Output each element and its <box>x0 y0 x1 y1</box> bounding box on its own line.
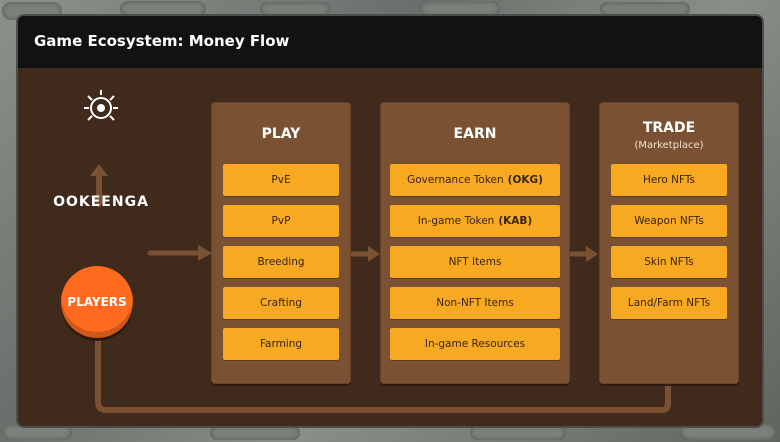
players-node: PLAYERS <box>61 266 133 338</box>
play-column-title: PLAY <box>261 126 301 142</box>
frame-stone <box>680 424 776 440</box>
earn-item-governance-token: Governance Token (OKG) <box>390 164 560 196</box>
play-item-pve: PvE <box>223 164 339 196</box>
logo-emblem-icon <box>84 90 118 121</box>
diagram-body: OOKEENGA PLAYERS PLAY PvE PvP Breeding C… <box>18 68 762 426</box>
play-item-breeding: Breeding <box>223 246 339 278</box>
earn-item-text: In-game Token <box>417 215 495 227</box>
earn-item-text: NFT Items <box>448 256 502 268</box>
frame-stone <box>120 1 206 17</box>
arrow-players-to-play <box>147 245 212 261</box>
earn-item-token: (OKG) <box>507 174 543 186</box>
frame-stone <box>420 1 500 16</box>
frame-stone <box>210 426 300 440</box>
logo-wordmark: OOKEENGA <box>53 194 149 210</box>
page-title: Game Ecosystem: Money Flow <box>34 32 290 50</box>
play-column: PLAY PvE PvP Breeding Crafting Farming <box>211 102 351 384</box>
earn-item-text: Governance Token <box>407 174 504 186</box>
earn-item-text: Non-NFT Items <box>436 297 514 309</box>
frame-stone <box>2 424 72 440</box>
frame-stone <box>2 2 62 20</box>
trade-item-skin-nfts: Skin NFTs <box>611 246 727 278</box>
play-item-farming: Farming <box>223 328 339 360</box>
play-item-crafting: Crafting <box>223 287 339 319</box>
logo-players-updown-arrow-icon <box>90 164 108 208</box>
title-bar: Game Ecosystem: Money Flow <box>18 16 762 68</box>
trade-column: TRADE (Marketplace) Hero NFTs Weapon NFT… <box>599 102 739 384</box>
arrow-earn-to-trade <box>568 246 598 262</box>
trade-item-land-farm-nfts: Land/Farm NFTs <box>611 287 727 319</box>
trade-item-weapon-nfts: Weapon NFTs <box>611 205 727 237</box>
trade-column-subtitle: (Marketplace) <box>634 140 704 151</box>
frame-stone <box>470 425 566 440</box>
earn-item-token: (KAB) <box>498 215 533 227</box>
frame-stone <box>260 2 330 16</box>
earn-item-ingame-token: In-game Token (KAB) <box>390 205 560 237</box>
earn-column: EARN Governance Token (OKG) In-game Toke… <box>380 102 570 384</box>
trade-item-hero-nfts: Hero NFTs <box>611 164 727 196</box>
play-item-pvp: PvP <box>223 205 339 237</box>
earn-column-title: EARN <box>453 126 497 142</box>
arrow-play-to-earn <box>348 246 380 262</box>
earn-item-non-nft-items: Non-NFT Items <box>390 287 560 319</box>
trade-column-title: TRADE <box>642 120 696 136</box>
slide-panel: Game Ecosystem: Money Flow <box>18 16 762 426</box>
frame-stone <box>600 2 690 16</box>
arrow-trade-back-to-players <box>88 300 671 413</box>
earn-item-nft-items: NFT Items <box>390 246 560 278</box>
earn-item-ingame-resources: In-game Resources <box>390 328 560 360</box>
earn-item-text: In-game Resources <box>424 338 526 350</box>
